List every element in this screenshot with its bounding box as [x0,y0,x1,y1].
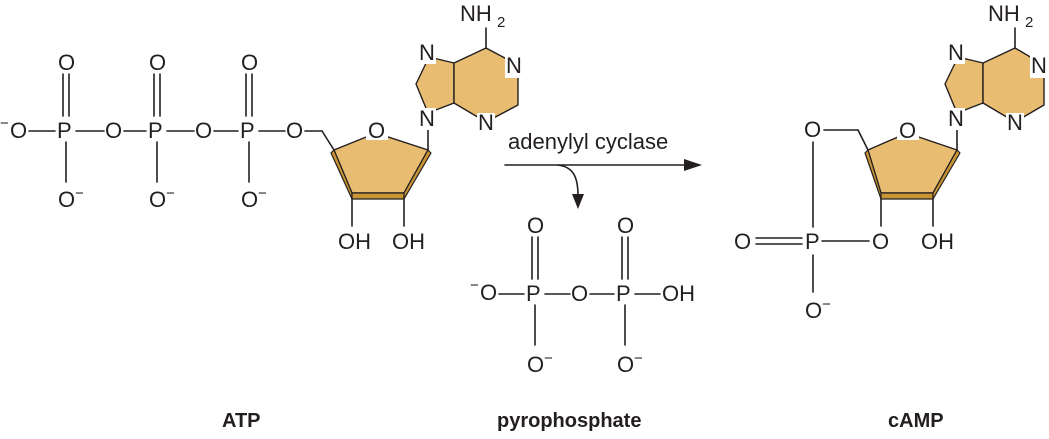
atp-hydroxyl-3: OH [392,229,425,254]
camp-hydroxyl: OH [921,229,954,254]
camp-adenine-n9: N [948,106,964,131]
atp-ribose-oxygen: O [368,118,385,143]
camp-phosphorus: P [805,229,820,254]
ppi-p1-lower-charge: − [544,350,553,367]
atp-alpha-double-oxygen: O [241,50,258,75]
camp-molecule: O O OH O P O O − N N N N [734,1,1048,432]
ppi-terminal-oxygen: O [480,280,497,305]
atp-phosphorus-gamma: P [57,118,72,143]
ppi-p1-double-oxygen: O [527,213,544,238]
atp-adenine-n1: N [506,53,522,78]
atp-gamma-lower-charge: − [75,185,84,202]
camp-amine-group: NH [988,1,1020,26]
atp-ribose-ring: O OH OH [330,118,432,254]
atp-terminal-charge: − [0,115,9,132]
ppi-bridge-oxygen: O [571,281,588,306]
atp-ester-oxygen: O [286,118,303,143]
atp-terminal-oxygen: O [10,118,27,143]
pyrophosphate-molecule: − O P O O − O P O O − OH pyrophosphate [470,213,695,432]
atp-bridge-oxygen-2: O [195,118,212,143]
atp-triphosphate: − O P O O − O P O O − O [0,50,335,212]
ppi-terminal-charge: − [470,277,479,294]
atp-adenine-n9: N [419,106,435,131]
ppi-hydroxyl: OH [662,281,695,306]
atp-molecule: − O P O O − O P O O − O [0,1,523,432]
atp-amine-subscript: 2 [497,14,505,31]
camp-double-oxygen: O [734,229,751,254]
atp-adenine-n3: N [478,110,494,135]
ppi-phosphorus-2: P [616,281,631,306]
atp-phosphorus-alpha: P [240,118,255,143]
atp-gamma-lower-oxygen: O [58,187,75,212]
ppi-p2-lower-oxygen: O [617,352,634,377]
atp-alpha-lower-oxygen: O [241,187,258,212]
atp-beta-lower-charge: − [166,185,175,202]
enzyme-label: adenylyl cyclase [508,129,668,154]
atp-alpha-lower-charge: − [258,185,267,202]
atp-caption: ATP [222,410,261,432]
ppi-phosphorus-1: P [526,281,541,306]
camp-caption: cAMP [888,410,944,432]
camp-adenine-n1: N [1031,53,1047,78]
atp-gamma-double-oxygen: O [58,50,75,75]
atp-hydroxyl-2: OH [338,229,371,254]
camp-amine-subscript: 2 [1025,14,1033,31]
camp-adenine-n3: N [1007,110,1023,135]
atp-bridge-oxygen-1: O [105,118,122,143]
camp-ester-oxygen: O [804,117,821,142]
camp-ribose-oxygen: O [899,118,916,143]
atp-beta-lower-oxygen: O [149,187,166,212]
atp-phosphorus-beta: P [148,118,163,143]
atp-amine-group: NH [460,1,492,26]
atp-adenine: N N N N NH 2 [415,1,523,135]
atp-adenine-n7: N [419,40,435,65]
ppi-p1-lower-oxygen: O [527,352,544,377]
atp-beta-double-oxygen: O [149,50,166,75]
camp-ring-oxygen: O [872,229,889,254]
reaction-arrow: adenylyl cyclase [504,129,702,209]
camp-adenine-n7: N [948,40,964,65]
ppi-p2-double-oxygen: O [617,213,634,238]
ppi-p2-lower-charge: − [634,350,643,367]
camp-lower-charge: − [822,296,831,313]
pyrophosphate-caption: pyrophosphate [497,410,641,432]
camp-lower-oxygen: O [805,298,822,323]
